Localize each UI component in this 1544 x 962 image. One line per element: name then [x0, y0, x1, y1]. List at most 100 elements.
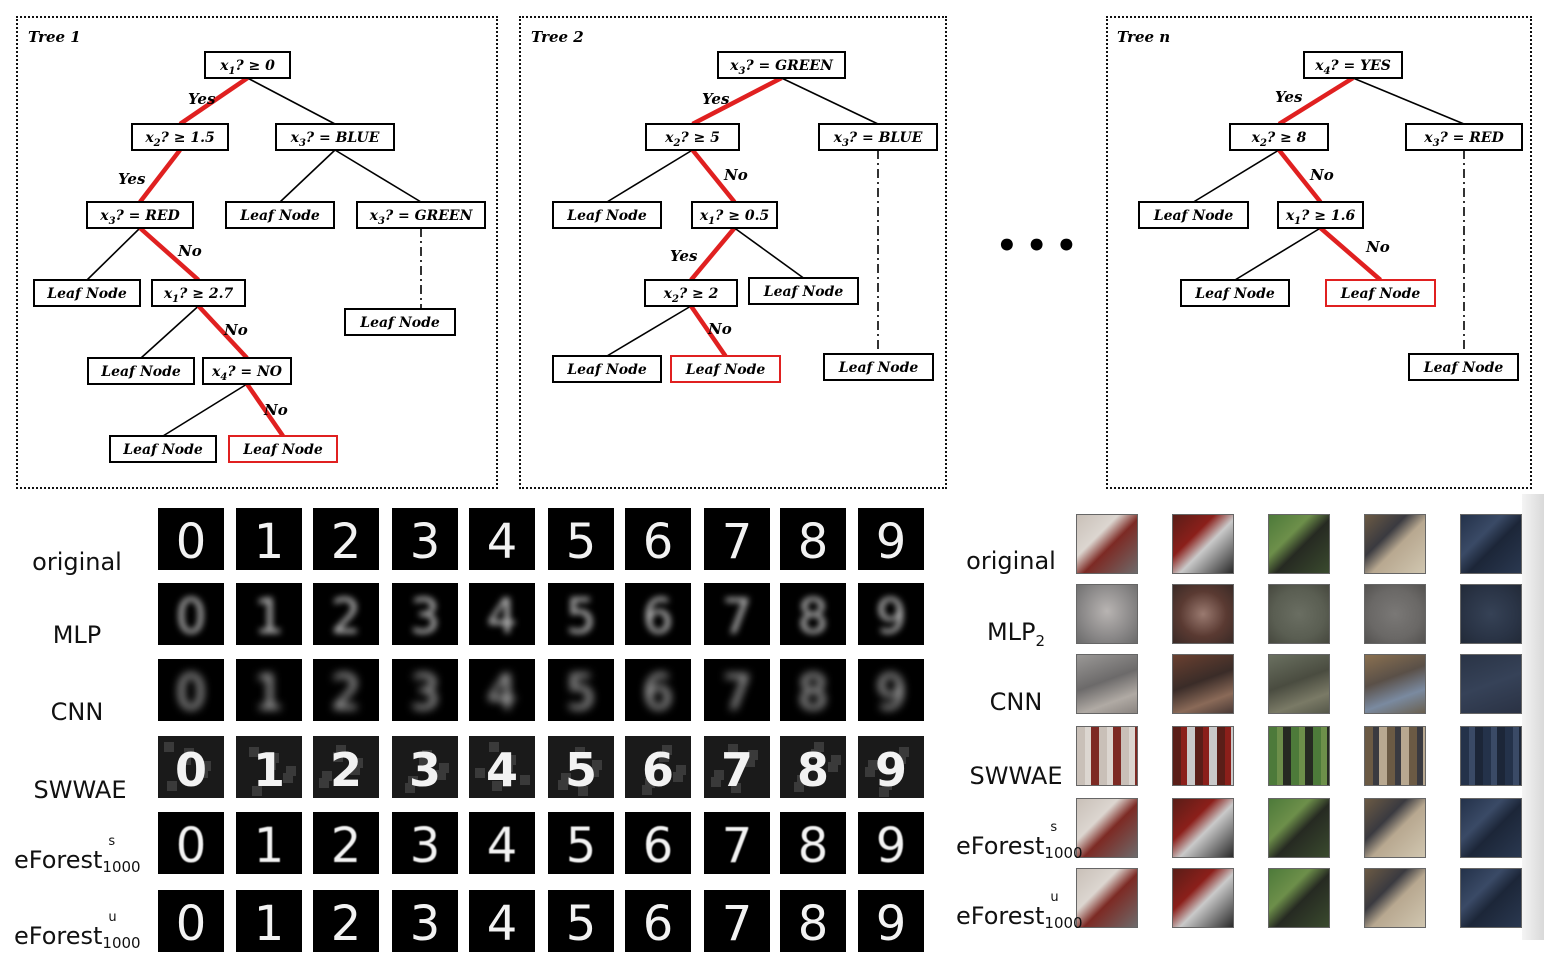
tree-node-label: Leaf Node [1153, 208, 1234, 224]
tree-node-box [87, 357, 195, 385]
cifar-cnn-bird-image [1268, 654, 1330, 714]
tree-edge [606, 305, 692, 357]
digit-glyph: 2 [331, 818, 362, 874]
tree-node-box [275, 123, 395, 151]
cifar-original-bird-image [1268, 514, 1330, 574]
mnist-label-mlp: MLP [52, 621, 102, 649]
mnist-cnn-digit: 1 [236, 659, 302, 721]
mnist-swwae-digit: 7 [704, 736, 770, 798]
tree-edge [734, 227, 804, 279]
path-edge-highlighted [245, 382, 285, 438]
tree-edge [1234, 227, 1321, 281]
path-edge-highlighted [690, 148, 737, 204]
cifar-swwae-airplane-poster-image [1076, 726, 1138, 786]
tree-node-label: Leaf Node [122, 442, 203, 458]
mnist-eforest-s-digit: 8 [780, 812, 846, 874]
mnist-original-digit: 6 [625, 508, 691, 570]
cifar-original-car-image [1172, 514, 1234, 574]
tree-node-label: x2? ≥ 8 [1251, 130, 1307, 149]
mnist-eforest-s-digit: 2 [313, 812, 379, 874]
tree-node-box [645, 123, 740, 151]
cifar-eforest-s-airplane-poster-image [1076, 798, 1138, 858]
tree-edge [279, 149, 336, 203]
cifar-cnn-cat-image [1364, 654, 1426, 714]
mnist-eforest-u-digit: 3 [392, 890, 458, 952]
digit-glyph: 2 [331, 514, 362, 570]
mnist-swwae-digit: 5 [548, 736, 614, 798]
mnist-eforest-s-digit: 6 [625, 812, 691, 874]
digit-glyph: 8 [797, 743, 829, 797]
mnist-cnn-digit: 4 [469, 659, 535, 721]
tree-node-box [748, 277, 859, 305]
tree-node-box [691, 201, 778, 229]
tree-node-label: x2? ≥ 2 [663, 286, 719, 305]
mnist-mlp-digit: 7 [704, 583, 770, 645]
tree-node-label: x4? = NO [211, 364, 283, 383]
cifar-swwae-frog-image [1460, 726, 1522, 786]
tree-node-box [33, 279, 141, 307]
tree-node-label: Leaf Node [100, 364, 181, 380]
tree-node-box [644, 279, 738, 307]
digit-glyph: 0 [176, 665, 207, 721]
digit-glyph: 4 [487, 665, 518, 721]
tree-node-label: Leaf Node [763, 284, 844, 300]
mnist-eforest-s-digit: 5 [548, 812, 614, 874]
digit-glyph: 7 [722, 589, 753, 645]
mnist-eforest-u-digit: 9 [858, 890, 924, 952]
digit-glyph: 7 [722, 514, 753, 570]
mnist-cnn-digit: 7 [704, 659, 770, 721]
tree-node-box [228, 435, 338, 463]
digit-glyph: 5 [566, 514, 597, 570]
path-edge-highlighted [178, 76, 249, 126]
tree-edge [606, 149, 693, 203]
cifar-label-swwae: SWWAE [969, 762, 1063, 790]
tree-node-label: x3? = RED [1423, 130, 1504, 149]
tree-node-label: x4? = YES [1314, 58, 1391, 77]
tree-node-label: Leaf Node [1423, 360, 1504, 376]
tree-node-box [86, 201, 194, 229]
mnist-original-digit: 0 [158, 508, 224, 570]
digit-glyph: 3 [409, 743, 441, 797]
digit-glyph: 2 [330, 743, 362, 797]
mnist-mlp-digit: 8 [780, 583, 846, 645]
mnist-original-digit: 9 [858, 508, 924, 570]
cifar-swwae-car-image [1172, 726, 1234, 786]
cifar-swwae-cat-image [1364, 726, 1426, 786]
path-edge-highlighted [138, 148, 182, 204]
tree-node-box [131, 123, 229, 151]
edge-label: No [263, 401, 288, 419]
tree-node-label: Leaf Node [1194, 286, 1275, 302]
edge-label: No [723, 166, 748, 184]
cifar-eforest-u-cat-image [1364, 868, 1426, 928]
edge-label: Yes [118, 170, 146, 188]
digit-glyph: 2 [331, 665, 362, 721]
cifar-eforest-s-car-image [1172, 798, 1234, 858]
tree-1-panel [16, 16, 498, 489]
tree-node-box [1138, 201, 1249, 229]
tree-node-label: Leaf Node [242, 442, 323, 458]
mnist-mlp-digit: 3 [392, 583, 458, 645]
tree-node-label: Leaf Node [359, 315, 440, 331]
mnist-mlp-digit: 2 [313, 583, 379, 645]
tree-node-box [356, 201, 486, 229]
tree-node-label: x1? ≥ 0.5 [699, 208, 769, 227]
mnist-eforest-s-digit: 4 [469, 812, 535, 874]
digit-glyph: 4 [487, 818, 518, 874]
tree-edge [140, 305, 200, 359]
cifar-mlp2-car-image [1172, 584, 1234, 644]
digit-glyph: 0 [175, 743, 207, 797]
tree-node-label: Leaf Node [46, 286, 127, 302]
tree-node-box [151, 279, 246, 307]
mnist-cnn-digit: 2 [313, 659, 379, 721]
digit-glyph: 9 [876, 665, 907, 721]
digit-glyph: 4 [487, 514, 518, 570]
tree-node-box [109, 435, 217, 463]
mnist-swwae-digit: 0 [158, 736, 224, 798]
digit-glyph: 1 [254, 589, 285, 645]
path-edge-highlighted [138, 226, 200, 282]
mnist-mlp-digit: 4 [469, 583, 535, 645]
tree-node-label: x3? = GREEN [729, 58, 834, 77]
digit-glyph: 7 [722, 896, 753, 952]
tree-node-box [1180, 279, 1290, 307]
